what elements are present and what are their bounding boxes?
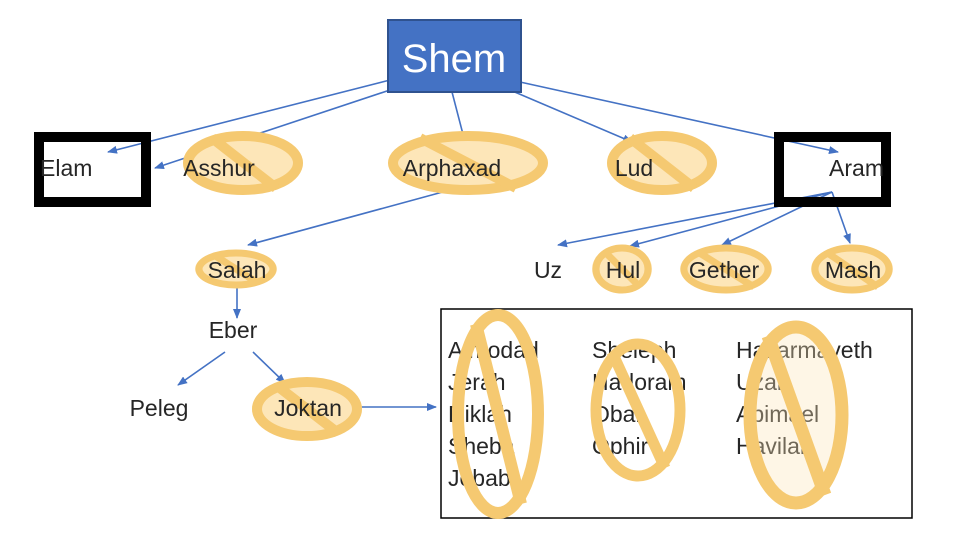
- no-entry-sign-icon: [607, 131, 717, 195]
- node-peleg: Peleg: [130, 395, 189, 421]
- no-entry-sign-icon: [590, 338, 686, 482]
- no-entry-sign-icon: [252, 377, 362, 441]
- edge-eber-joktan: [252, 351, 286, 384]
- node-hul: Hul: [606, 257, 641, 283]
- no-entry-sign-icon: [388, 131, 548, 195]
- node-joktan: Joktan: [274, 395, 342, 421]
- node-eber: Eber: [209, 317, 258, 343]
- node-elam: Elam: [40, 155, 92, 181]
- no-entry-sign-icon: [592, 244, 652, 294]
- edge-shem-elam: [107, 79, 391, 154]
- no-entry-sign-icon: [811, 244, 893, 294]
- no-entry-sign-icon: [743, 320, 849, 510]
- node-mash: Mash: [825, 257, 881, 283]
- edge-eber-peleg: [177, 351, 226, 386]
- node-asshur: Asshur: [183, 155, 255, 181]
- node-aram: Aram: [829, 155, 884, 181]
- no-entry-sign-icon: [195, 249, 277, 289]
- edge-arphaxad-salah: [247, 189, 451, 247]
- node-uz: Uz: [534, 257, 562, 283]
- node-lud: Lud: [615, 155, 653, 181]
- node-gether: Gether: [689, 257, 760, 283]
- node-arphaxad: Arphaxad: [403, 155, 501, 181]
- root-node-label: Shem: [402, 37, 507, 81]
- no-entry-sign-icon: [452, 309, 544, 519]
- highlight-box-aram: [774, 132, 891, 207]
- joktan-sons-box: Almodad Jerah Diklah Sheba Jobab Sheleph…: [440, 308, 913, 519]
- forbidden-signs: [183, 131, 893, 441]
- highlight-box-elam: [34, 132, 151, 207]
- no-entry-sign-icon: [680, 244, 772, 294]
- no-entry-sign-icon: [183, 131, 303, 195]
- son-jobab: Jobab: [448, 465, 511, 491]
- node-salah: Salah: [208, 257, 267, 283]
- edge-shem-lud: [509, 89, 633, 143]
- root-node-box: [387, 19, 522, 93]
